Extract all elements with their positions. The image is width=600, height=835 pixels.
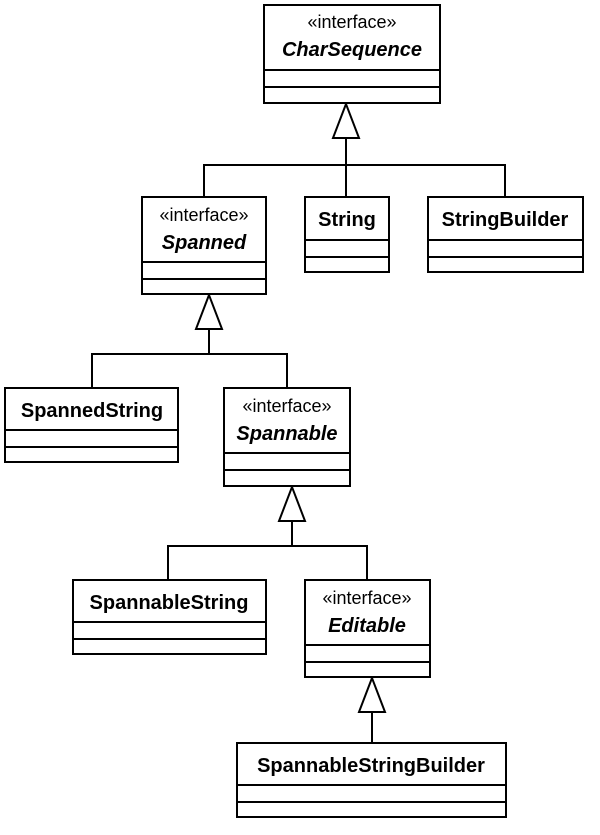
generalization-arrow-charsequence <box>331 101 361 139</box>
class-charsequence-stereotype: «interface» <box>307 12 396 32</box>
class-spannablestring-name: SpannableString <box>90 592 249 614</box>
class-editable: «interface» Editable <box>304 579 431 678</box>
class-spannedstring-name: SpannedString <box>21 400 163 422</box>
class-string: String <box>304 196 390 273</box>
class-editable-stereotype: «interface» <box>322 588 411 608</box>
class-spannablestringbuilder-name: SpannableStringBuilder <box>257 755 485 777</box>
generalization-arrow-editable <box>357 675 387 713</box>
edge-spannedstring-to-spanned <box>91 353 209 388</box>
edge-spannable-to-spanned <box>209 353 288 388</box>
class-spannable-name: Spannable <box>236 423 337 445</box>
generalization-arrow-spanned <box>194 292 224 330</box>
class-charsequence-name: CharSequence <box>282 39 422 61</box>
edge-spannablestring-to-spannable <box>167 545 292 580</box>
edge-editable-to-spannable <box>292 545 368 580</box>
generalization-arrow-spannable <box>277 484 307 522</box>
class-spannable: «interface» Spannable <box>223 387 351 487</box>
class-spannablestringbuilder: SpannableStringBuilder <box>236 742 507 818</box>
class-stringbuilder-name: StringBuilder <box>442 209 569 231</box>
class-spannable-stereotype: «interface» <box>242 396 331 416</box>
edge-stringbuilder-to-charsequence <box>346 164 506 197</box>
class-editable-name: Editable <box>328 615 406 637</box>
class-spanned: «interface» Spanned <box>141 196 267 295</box>
class-charsequence: «interface» CharSequence <box>263 4 441 104</box>
class-spanned-name: Spanned <box>162 232 247 254</box>
class-spanned-stereotype: «interface» <box>159 205 248 225</box>
class-string-name: String <box>318 209 376 231</box>
class-spannablestring: SpannableString <box>72 579 267 655</box>
class-spannedstring: SpannedString <box>4 387 179 463</box>
class-stringbuilder: StringBuilder <box>427 196 584 273</box>
inheritance-connectors <box>91 101 506 743</box>
edge-spanned-to-charsequence <box>203 164 346 197</box>
